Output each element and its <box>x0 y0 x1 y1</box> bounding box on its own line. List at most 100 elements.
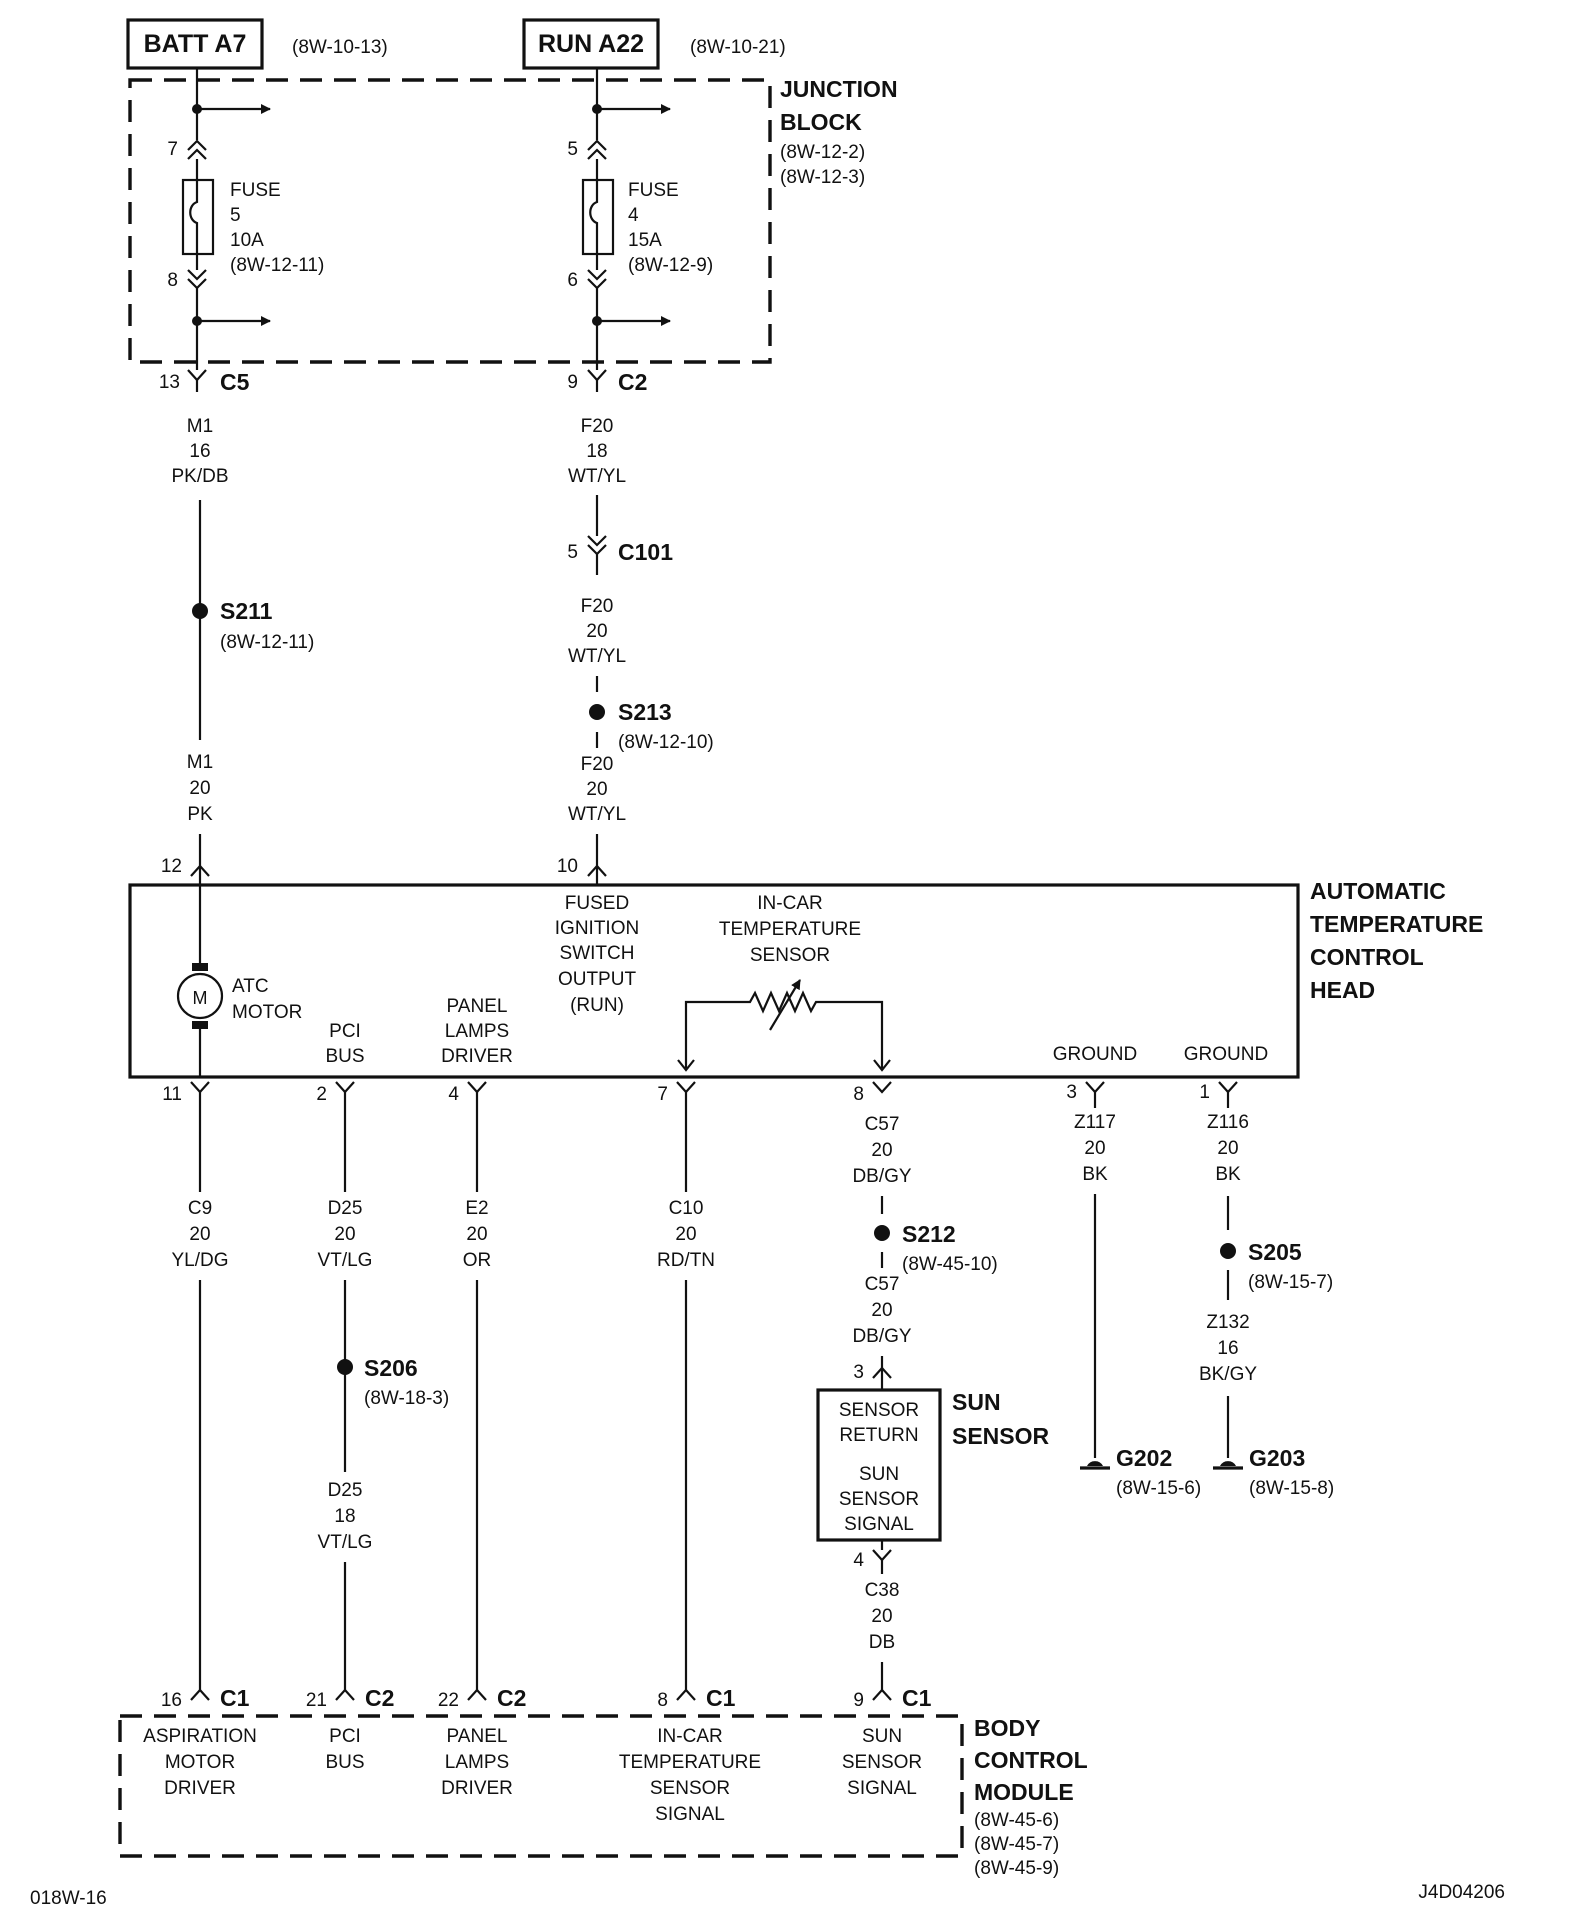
s212-ref: (8W-45-10) <box>902 1254 998 1275</box>
atc-head-title-1: AUTOMATIC <box>1310 878 1446 904</box>
c38-circuit: C38 <box>865 1580 900 1601</box>
c10-color: RD/TN <box>657 1250 715 1271</box>
c5-connector: C5 <box>220 369 250 395</box>
d25-18-circuit: D25 <box>328 1480 363 1501</box>
g203-label: G203 <box>1249 1445 1305 1471</box>
d25-18-gauge: 18 <box>334 1506 355 1527</box>
s206-ref: (8W-18-3) <box>364 1388 449 1409</box>
atc-pci-label-1: PCI <box>329 1021 361 1042</box>
s206-dot <box>337 1359 353 1375</box>
atc-panel-label-2: LAMPS <box>445 1021 509 1042</box>
m1-16-circuit: M1 <box>187 416 213 437</box>
fused-label-2: IGNITION <box>555 918 639 939</box>
c101-pin: 5 <box>567 542 578 563</box>
c57b-gauge: 20 <box>871 1300 892 1321</box>
bcm-conn-8: C1 <box>706 1685 736 1711</box>
c57b-circuit: C57 <box>865 1274 900 1295</box>
z116-circuit: Z116 <box>1207 1112 1249 1133</box>
s205-label: S205 <box>1248 1239 1302 1265</box>
fused-label-4: OUTPUT <box>558 969 637 990</box>
sun-sensor-title-1: SUN <box>952 1389 1001 1415</box>
bcm-label-9-1: SUN <box>862 1726 902 1747</box>
sun-signal-2: SENSOR <box>839 1489 919 1510</box>
c2-jb-connector: C2 <box>618 369 647 395</box>
c38-gauge: 20 <box>871 1606 892 1627</box>
g202-ref: (8W-15-6) <box>1116 1478 1201 1499</box>
junction-block-ref-2: (8W-12-3) <box>780 167 865 188</box>
atc-pin-8: 8 <box>853 1084 864 1105</box>
sun-pin-4-connector-icon <box>872 1549 892 1562</box>
m1-20-gauge: 20 <box>189 778 210 799</box>
motor-label-2: MOTOR <box>232 1002 302 1023</box>
z116-color: BK <box>1215 1164 1241 1185</box>
bcm-label-22-3: DRIVER <box>441 1778 513 1799</box>
e2-circuit: E2 <box>465 1198 488 1219</box>
m1-16-color: PK/DB <box>171 466 228 487</box>
fused-label-1: FUSED <box>565 893 629 914</box>
bcm-conn-21: C2 <box>365 1685 394 1711</box>
z117-circuit: Z117 <box>1074 1112 1116 1133</box>
fuse-4-rating: 15A <box>628 230 662 251</box>
f20-18-circuit: F20 <box>581 416 614 437</box>
bcm-title-2: CONTROL <box>974 1747 1088 1773</box>
footer-right: J4D04206 <box>1418 1882 1505 1903</box>
bcm-conn-22: C2 <box>497 1685 526 1711</box>
ground-label-3: GROUND <box>1053 1044 1137 1065</box>
s211-dot <box>192 603 208 619</box>
c10-gauge: 20 <box>675 1224 696 1245</box>
g202-ground-icon <box>1080 1461 1110 1470</box>
fuse-4-circuit <box>581 68 671 392</box>
bcm-pin-22: 22 <box>438 1690 459 1711</box>
bcm-ref-3: (8W-45-9) <box>974 1858 1059 1879</box>
c5-pin: 13 <box>159 372 180 393</box>
motor-symbol: M <box>193 988 208 1008</box>
sun-signal-3: SIGNAL <box>844 1514 914 1535</box>
atc-pin-2: 2 <box>316 1084 327 1105</box>
c57a-gauge: 20 <box>871 1140 892 1161</box>
f20-20b-gauge: 20 <box>586 779 607 800</box>
fuse-4-label: FUSE <box>628 180 679 201</box>
junction-block-outline <box>128 78 772 364</box>
e2-color: OR <box>463 1250 492 1271</box>
z132-gauge: 16 <box>1217 1338 1238 1359</box>
f20-20a-circuit: F20 <box>581 596 614 617</box>
atc-head-title-4: HEAD <box>1310 977 1375 1003</box>
sun-signal-1: SUN <box>859 1464 899 1485</box>
c9-gauge: 20 <box>189 1224 210 1245</box>
bcm-pin-9: 9 <box>853 1690 864 1711</box>
c38-color: DB <box>869 1632 895 1653</box>
fuse-5-circuit <box>181 68 271 392</box>
bcm-label-21-1: PCI <box>329 1726 361 1747</box>
c101-connector: C101 <box>618 539 673 565</box>
bcm-label-16-3: DRIVER <box>164 1778 236 1799</box>
atc-panel-label-1: PANEL <box>447 996 508 1017</box>
bcm-label-9-3: SIGNAL <box>847 1778 917 1799</box>
c57a-circuit: C57 <box>865 1114 900 1135</box>
s206-label: S206 <box>364 1355 418 1381</box>
f20-20b-color: WT/YL <box>568 804 626 825</box>
run-a22-label: RUN A22 <box>538 30 644 58</box>
bcm-label-21-2: BUS <box>325 1752 364 1773</box>
fuse-5-ref: (8W-12-11) <box>230 255 324 276</box>
bcm-label-16-1: ASPIRATION <box>143 1726 257 1747</box>
s213-label: S213 <box>618 699 672 725</box>
s205-ref: (8W-15-7) <box>1248 1272 1333 1293</box>
footer-left: 018W-16 <box>30 1888 107 1909</box>
m1-20-circuit: M1 <box>187 752 213 773</box>
bcm-label-8-3: SENSOR <box>650 1778 730 1799</box>
bcm-title-1: BODY <box>974 1715 1040 1741</box>
junction-block-ref-1: (8W-12-2) <box>780 142 865 163</box>
s212-dot <box>874 1225 890 1241</box>
d25-20-circuit: D25 <box>328 1198 363 1219</box>
c2-jb-pin: 9 <box>567 372 578 393</box>
atc-pin-12: 12 <box>161 856 182 877</box>
bcm-pin-16: 16 <box>161 1690 182 1711</box>
bcm-title-3: MODULE <box>974 1779 1074 1805</box>
bcm-label-8-2: TEMPERATURE <box>619 1752 761 1773</box>
sun-sensor-title-2: SENSOR <box>952 1423 1050 1449</box>
d25-18-color: VT/LG <box>318 1532 373 1553</box>
bcm-connectors <box>190 1688 892 1701</box>
s213-ref: (8W-12-10) <box>618 732 714 753</box>
fuse-4-in-pin: 5 <box>567 139 578 160</box>
c9-color: YL/DG <box>171 1250 228 1271</box>
